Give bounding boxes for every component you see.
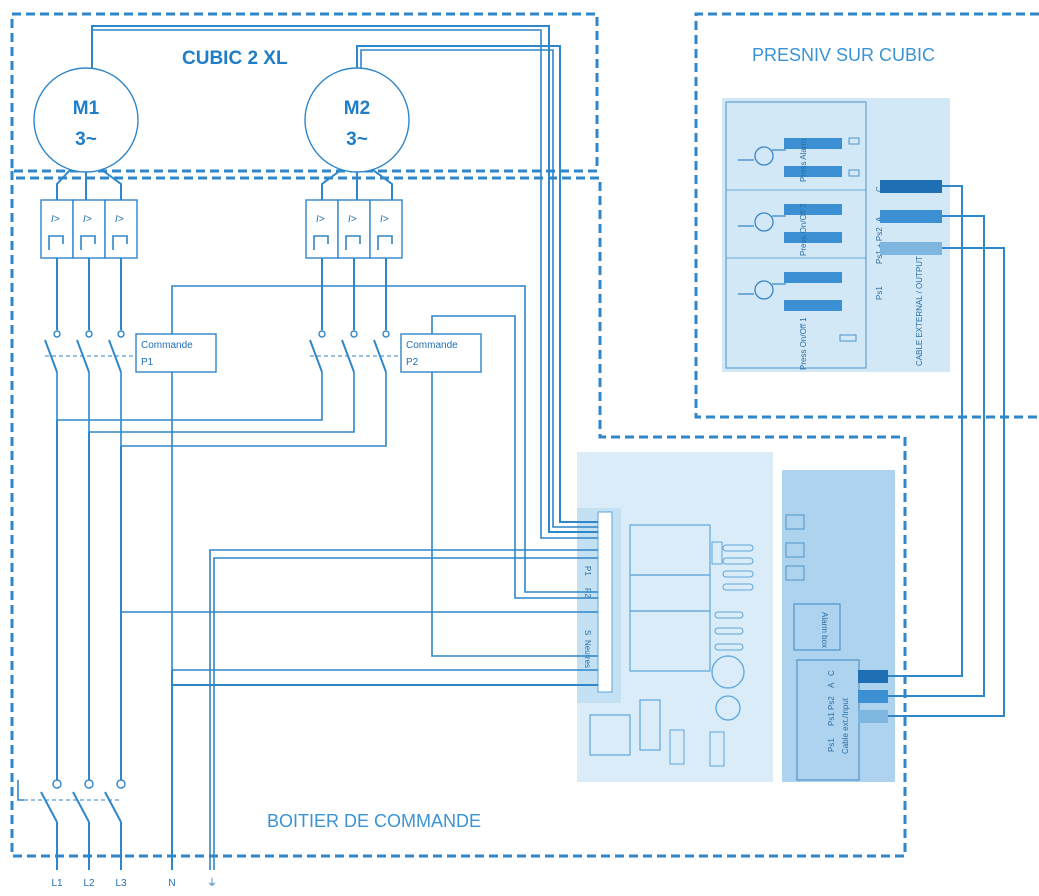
terminal-earth: ⏚ (207, 877, 217, 889)
svg-text:I>: I> (115, 214, 124, 225)
command-p1-line2: P1 (141, 357, 154, 368)
presniv-switch-onoff1: Press On/Off 1 (799, 317, 808, 370)
main-switch (17, 779, 126, 870)
command-p2-line2: P2 (406, 357, 419, 368)
svg-text:I>: I> (83, 214, 92, 225)
presniv-switch-alarm: Press Alarm (799, 139, 808, 182)
board-signal-a: A (827, 682, 836, 688)
terminal-l3: L3 (115, 878, 127, 889)
motor-m2-name: M2 (344, 98, 370, 119)
presniv-signal-ps1ps2: Ps1 + Ps2 (875, 227, 884, 264)
motor-m2: M2 3~ (304, 67, 410, 173)
control-board-photo: P1 P2 S Neutres (577, 452, 773, 782)
board-label-neutres: Neutres (583, 640, 592, 668)
boitier-zone-border (10, 171, 907, 858)
motor-m1: M1 3~ (33, 67, 139, 173)
contactor-p2 (309, 258, 401, 373)
board-signal-ps1ps2: Ps1 Ps2 (827, 696, 836, 726)
contactor-p1 (44, 258, 136, 373)
command-box-p1: Commande P1 (135, 333, 217, 373)
presniv-signal-a: A (875, 216, 884, 222)
svg-text:I>: I> (380, 214, 389, 225)
terminal-l1: L1 (51, 878, 63, 889)
svg-text:I>: I> (348, 214, 357, 225)
terminal-l2: L2 (83, 878, 95, 889)
presniv-zone-title: PRESNIV SUR CUBIC (752, 45, 935, 65)
boitier-zone-title: BOITIER DE COMMANDE (267, 811, 481, 831)
motor-m2-phase: 3~ (346, 129, 368, 150)
presniv-signal-c: C (875, 186, 884, 192)
alarm-box-label: Alarm box (820, 612, 829, 648)
presniv-zone-border (694, 12, 1039, 419)
supply-terminals: L1 L2 L3 N ⏚ (51, 877, 217, 889)
board-label-p2: P2 (583, 588, 592, 598)
board-signal-c: C (827, 670, 836, 676)
board-label-p1: P1 (583, 566, 592, 576)
terminal-n: N (168, 878, 175, 889)
motor-m1-phase: 3~ (75, 129, 97, 150)
wiring (56, 25, 1005, 870)
presniv-signal-ps1: Ps1 (875, 286, 884, 300)
cable-input-label: Cable ext./Input (841, 697, 850, 754)
presniv-board-photo: Press Alarm Press On/Off 2 Press On/Off … (722, 98, 950, 372)
board-label-s: S (583, 630, 592, 635)
command-box-p2: Commande P2 (400, 333, 482, 373)
presniv-cable-label: CABLE EXTERNAL / OUTPUT (915, 256, 924, 366)
svg-text:I>: I> (316, 214, 325, 225)
protection-m2: I> I> I> (305, 199, 403, 259)
presniv-switch-onoff2: Press On/Off 2 (799, 203, 808, 256)
command-p2-line1: Commande (406, 340, 458, 351)
cubic-zone-border (10, 12, 599, 173)
svg-text:I>: I> (51, 214, 60, 225)
motor-leads (56, 169, 393, 200)
command-p1-line1: Commande (141, 340, 193, 351)
protection-m1: I> I> I> (40, 199, 138, 259)
motor-m1-name: M1 (73, 98, 100, 119)
board-signal-ps1: Ps1 (827, 738, 836, 752)
cubic-zone-title: CUBIC 2 XL (182, 48, 288, 69)
alarm-board-photo: Alarm box Cable ext./Input Ps1 Ps1 Ps2 A… (782, 470, 895, 782)
